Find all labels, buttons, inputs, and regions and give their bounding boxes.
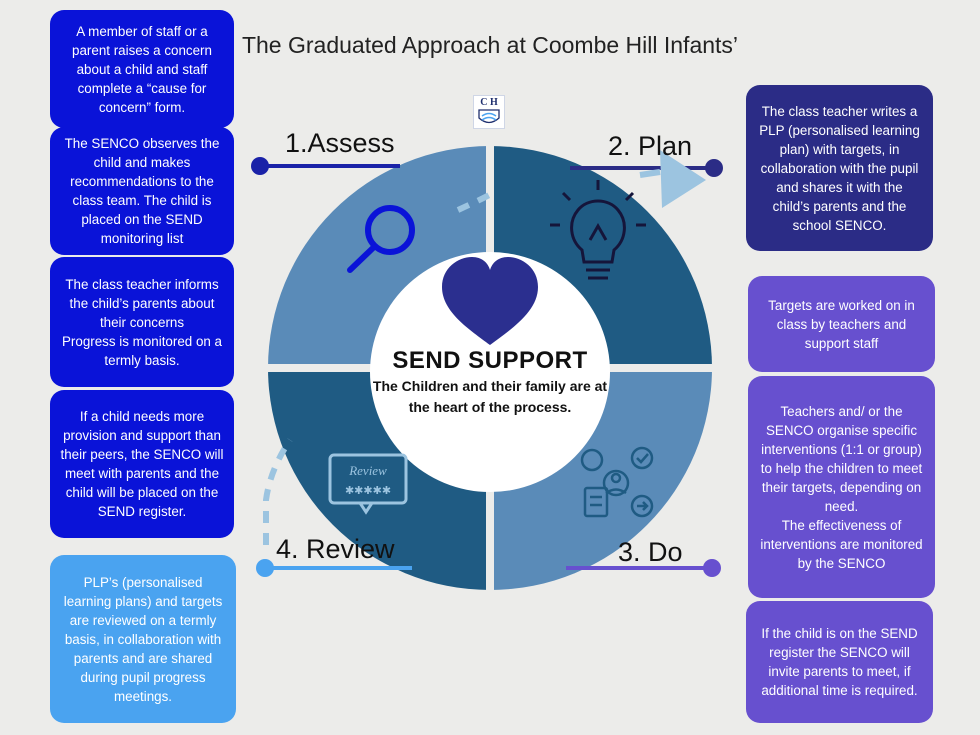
inform-text: The class teacher informs the child’s pa… <box>61 276 223 368</box>
concern-box: A member of staff or a parent raises a c… <box>50 10 234 128</box>
stage-plan-label: 2. Plan <box>608 131 693 161</box>
more-provision-text: If a child needs more provision and supp… <box>60 409 224 519</box>
stage-assess-label: 1.Assess <box>285 128 395 158</box>
logo-letters: C H <box>480 97 498 108</box>
send-register-text: If the child is on the SEND register the… <box>761 626 918 698</box>
review-node <box>256 559 274 577</box>
targets-box: Targets are worked on in class by teache… <box>748 276 935 372</box>
assess-node <box>251 157 269 175</box>
page-title: The Graduated Approach at Coombe Hill In… <box>241 32 739 58</box>
logo-emblem <box>478 109 500 124</box>
review-stars: ✱✱✱✱✱ <box>345 484 391 497</box>
targets-text: Targets are worked on in class by teache… <box>768 297 915 351</box>
plp-write-text: The class teacher writes a PLP (personal… <box>759 103 920 233</box>
tasks-gears-icon <box>580 446 654 518</box>
plan-arrow-icon <box>660 150 706 208</box>
stage-review-label: 4. Review <box>276 534 395 564</box>
plp-review-box: PLP’s (personalised learning plans) and … <box>50 555 236 723</box>
send-support-title: SEND SUPPORT <box>392 347 588 374</box>
send-support-subtitle: The Children and their family are at the… <box>372 378 608 415</box>
magnifier-icon <box>347 205 415 273</box>
send-register-box: If the child is on the SEND register the… <box>746 601 933 723</box>
inform-box: The class teacher informs the child’s pa… <box>50 257 234 387</box>
stage-do-label: 3. Do <box>618 537 683 567</box>
observe-text: The SENCO observes the child and makes r… <box>64 136 220 246</box>
review-bubble-icon <box>328 453 408 515</box>
heart-icon <box>442 257 538 345</box>
plp-review-text: PLP’s (personalised learning plans) and … <box>63 574 223 704</box>
interventions-text: Teachers and/ or the SENCO organise spec… <box>760 403 923 571</box>
do-node <box>703 559 721 577</box>
plan-node <box>705 159 723 177</box>
more-provision-box: If a child needs more provision and supp… <box>50 390 234 538</box>
plp-write-box: The class teacher writes a PLP (personal… <box>746 85 933 251</box>
interventions-box: Teachers and/ or the SENCO organise spec… <box>748 376 935 598</box>
lightbulb-icon <box>550 180 646 280</box>
observe-box: The SENCO observes the child and makes r… <box>50 127 234 255</box>
review-bubble-label: Review <box>348 463 387 478</box>
school-logo: C H <box>473 95 505 129</box>
center-circle <box>370 252 610 492</box>
concern-text: A member of staff or a parent raises a c… <box>72 23 212 115</box>
